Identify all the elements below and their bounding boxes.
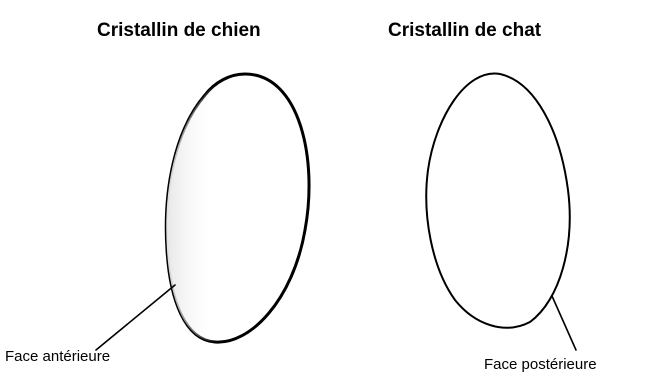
anterior-face-label: Face antérieure (5, 348, 111, 365)
cat-lens-outline (425, 72, 571, 329)
posterior-face-label: Face postérieure (484, 356, 597, 373)
dog-lens-shading (166, 74, 310, 343)
cat-lens-title: Cristallin de chat (388, 20, 542, 41)
anterior-leader-line (95, 284, 176, 351)
posterior-leader-line (551, 295, 577, 351)
dog-lens-title: Cristallin de chien (97, 20, 261, 41)
